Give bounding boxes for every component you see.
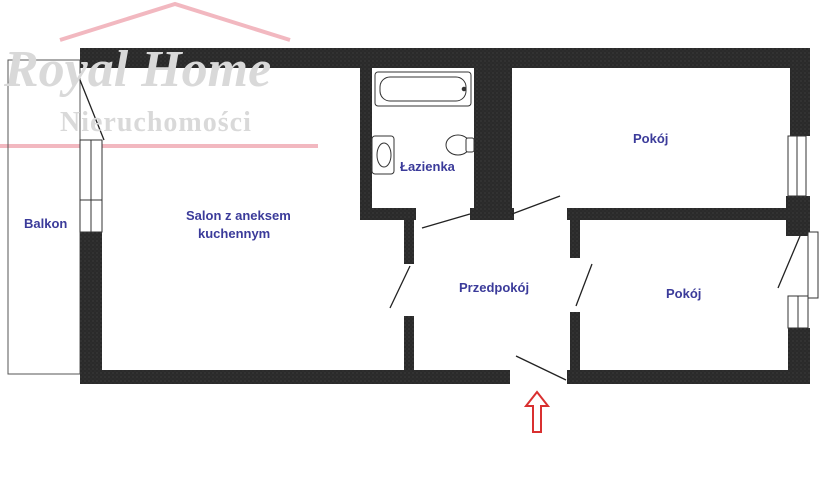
watermark-title: Royal Home — [3, 41, 271, 98]
room-label-pokoj-bottom: Pokój — [666, 286, 701, 301]
room-label-balkon: Balkon — [24, 216, 67, 231]
windows — [79, 135, 819, 329]
room-label-lazienka: Łazienka — [400, 159, 456, 174]
door-lines — [79, 79, 801, 381]
room-label-salon-line1: Salon z aneksem — [186, 208, 291, 223]
watermark-roof — [0, 1, 318, 148]
walls — [80, 48, 810, 384]
room-label-pokoj-top: Pokój — [633, 131, 668, 146]
room-label-salon-line2: kuchennym — [198, 226, 270, 241]
entrance-arrow-icon — [523, 390, 551, 433]
sink-icon — [371, 135, 395, 175]
watermark-subtitle: Nieruchomości — [60, 107, 252, 138]
bathtub-icon — [374, 71, 472, 107]
toilet-icon — [445, 134, 475, 156]
room-label-przedpokoj: Przedpokój — [459, 280, 529, 295]
